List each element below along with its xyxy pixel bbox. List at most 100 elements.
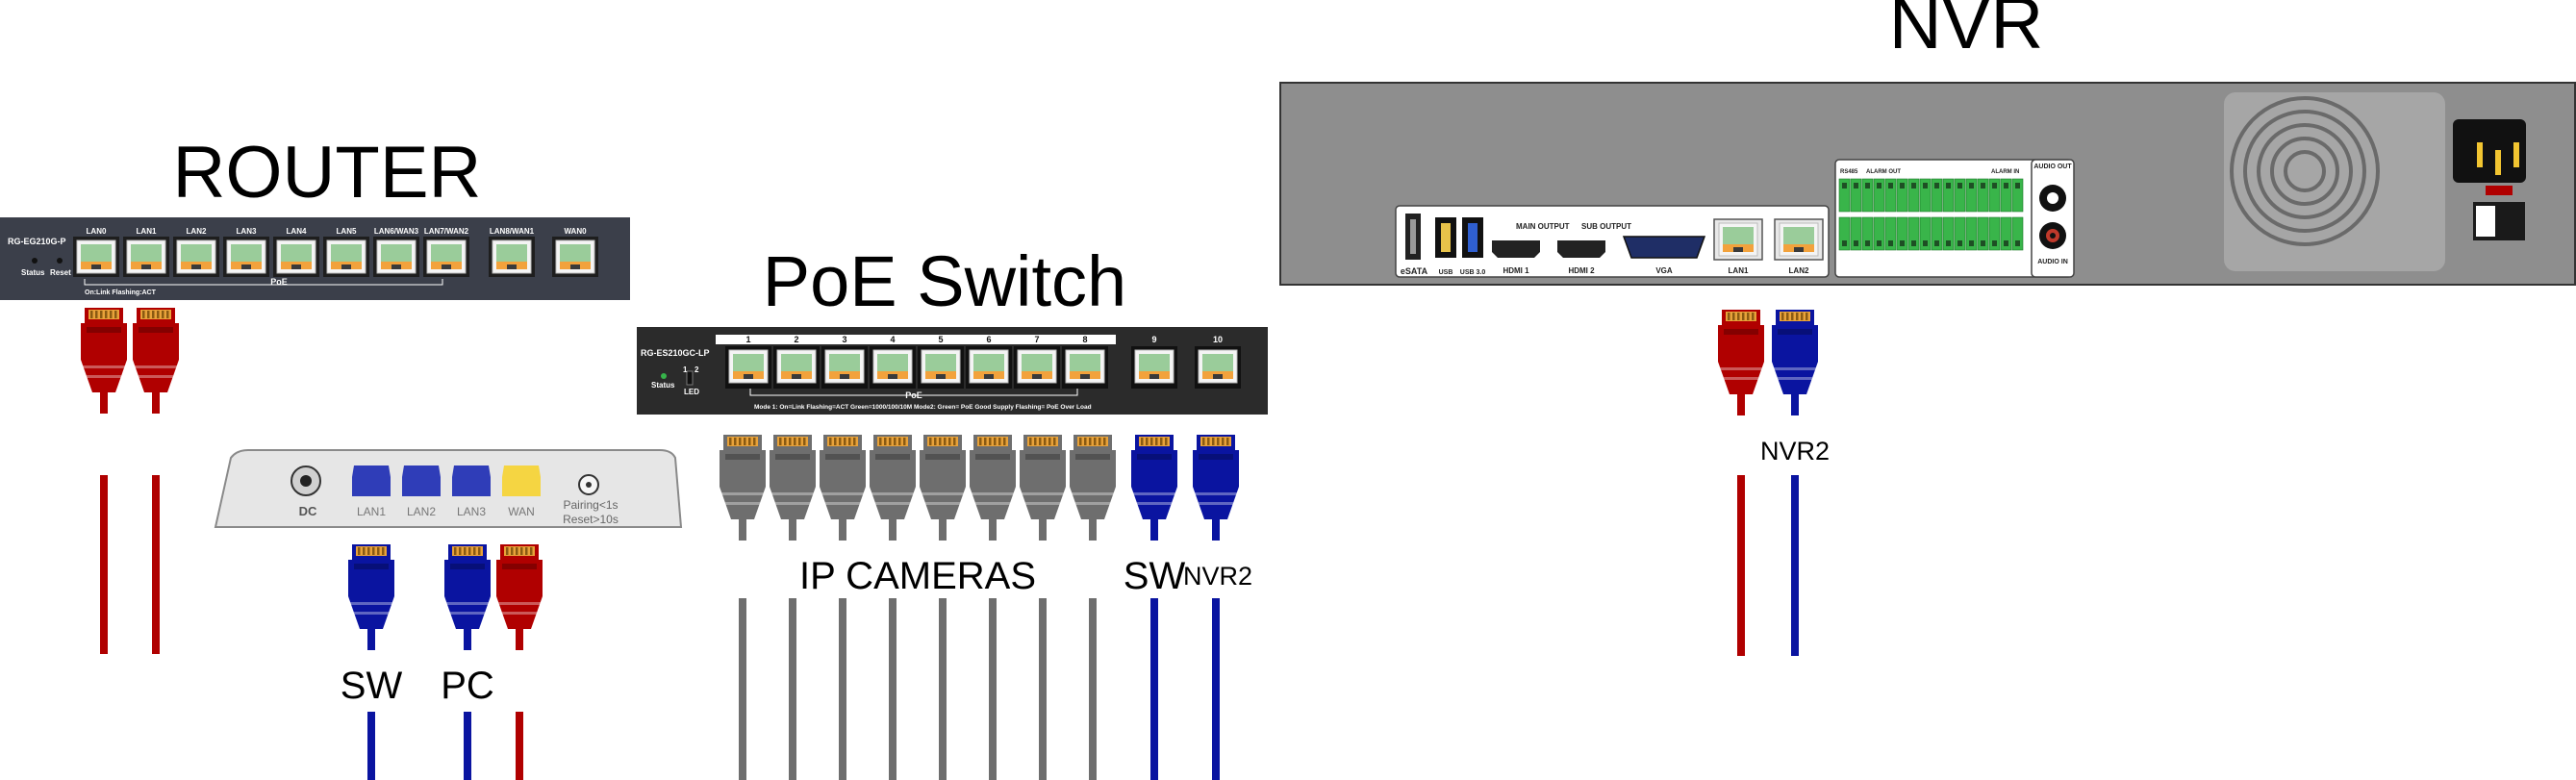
ap-sw-cable-plug [348,544,394,650]
ap-reset-label: Reset>10s [563,513,619,526]
router-port-label: LAN5 [337,227,357,236]
switch-mode-2: 2 [695,365,699,374]
router-port-wan0: WAN0 [552,227,598,277]
switch-port-9 [1131,346,1177,389]
router-device: RG-EG210G-P Status Reset LAN0 LAN1 LAN2 LAN… [0,217,630,300]
switch-port-5 [918,346,964,389]
nvr-blue-cable-wire [1791,475,1799,656]
router-port-label: WAN0 [564,227,587,236]
switch-port-number: 7 [1034,335,1039,344]
camera-cable-plug-8 [1070,435,1116,541]
ap-pc-cable-plug [444,544,491,650]
switch-port-number: 3 [842,335,846,344]
power-inlet [2453,119,2526,183]
vga-port [1622,236,1706,259]
alarm-terminals [1838,178,2024,251]
switch-ports [725,346,1241,389]
ap-port-lan1: LAN1 [352,465,391,518]
router-port-lan4: LAN4 [273,227,319,277]
nvr-sub-output-label: SUB OUTPUT [1581,222,1631,231]
nvr-red-cable-plug [1718,310,1764,415]
switch-port-10 [1195,346,1241,389]
switch-port-2 [773,346,820,389]
switch-nvr2-cable-wire [1212,598,1220,780]
ap-sw-cable-wire [367,712,375,780]
router-port-lan2: LAN2 [173,227,219,277]
router-status-led [32,258,38,264]
sw-label: SW [341,665,403,707]
router-port-lan6-wan3: LAN6/WAN3 [373,227,419,277]
router-cable-plug-1 [81,308,127,414]
ap-port-label: WAN [508,505,535,518]
switch-mode-1: 1 [683,365,688,374]
switch-sw-cable-plug [1131,435,1177,541]
router-port-lan1: LAN1 [123,227,169,277]
camera-cable-plug-1 [720,435,766,541]
camera-cable-wire-1 [739,598,746,780]
switch-model: RG-ES210GC-LP [641,348,710,358]
router-port-label: LAN1 [137,227,157,236]
nvr-red-cable-wire [1737,475,1745,656]
camera-cable-wire-4 [889,598,897,780]
fan-grille [2230,96,2380,246]
switch-port-number: 8 [1082,335,1087,344]
hdmi1-port [1492,240,1540,258]
switch-port-number: 2 [794,335,798,344]
switch-port-7 [1014,346,1060,389]
router-port-label: LAN8/WAN1 [490,227,535,236]
switch-port-1 [725,346,771,389]
switch-status-label: Status [651,381,675,390]
nvr-esata-label: eSATA [1401,266,1428,276]
router-title: ROUTER [173,132,482,214]
camera-cable-wire-5 [939,598,947,780]
camera-cable-wire-7 [1039,598,1047,780]
switch-sw-cable-wire [1150,598,1158,780]
router-legend: On:Link Flashing:ACT [85,289,157,296]
sw-uplink-label: SW [1124,555,1186,597]
router-reset-label: Reset [50,268,71,277]
switch-port-number: 4 [890,335,895,344]
nvr-vga-label: VGA [1655,266,1673,275]
router-port-label: LAN2 [187,227,207,236]
router-model: RG-EG210G-P [8,237,66,246]
router-port-label: LAN7/WAN2 [424,227,469,236]
switch-status-led [661,373,667,379]
switch-legend: Mode 1: On=Link Flashing=ACT Green=1000/… [754,404,1092,411]
ip-cameras-label: IP CAMERAS [799,555,1036,597]
router-port-lan0: LAN0 [73,227,119,277]
router-cable-plug-2 [133,308,179,414]
ap-port-wan: WAN [502,465,541,518]
nvr-hdmi1-label: HDMI 1 [1503,266,1529,275]
nvr-audio-in-label: AUDIO IN [2037,259,2068,265]
ap-pairing-label: Pairing<1s [563,498,618,512]
nvr2-nvr-label: NVR2 [1760,437,1830,465]
router-port-lan5: LAN5 [323,227,369,277]
nvr2-switch-label: NVR2 [1183,562,1252,591]
switch-led-label: LED [684,388,699,396]
nvr-lan2-label: LAN2 [1789,266,1809,275]
router-port-lan3: LAN3 [223,227,269,277]
router-status-label: Status [21,268,45,277]
camera-cable-wire-3 [839,598,846,780]
switch-port-3 [821,346,868,389]
router-port-label: LAN6/WAN3 [374,227,419,236]
ap-pc-red-cable-wire [516,712,523,780]
nvr-audio-out-label: AUDIO OUT [2033,164,2072,170]
switch-port-number: 5 [938,335,943,344]
switch-port-number: 10 [1213,335,1223,344]
switch-port-number: 6 [986,335,991,344]
switch-port-number: 9 [1151,335,1156,344]
ap-port-label: LAN3 [457,505,486,518]
ap-port-lan2: LAN2 [402,465,441,518]
switch-port-8 [1062,346,1108,389]
camera-cable-wire-8 [1089,598,1097,780]
ap-pc-red-cable-plug [496,544,543,650]
router-poe-label: PoE [270,277,288,287]
camera-cable-plug-6 [970,435,1016,541]
camera-cable-wire-2 [789,598,796,780]
nvr-hdmi2-label: HDMI 2 [1568,266,1595,275]
